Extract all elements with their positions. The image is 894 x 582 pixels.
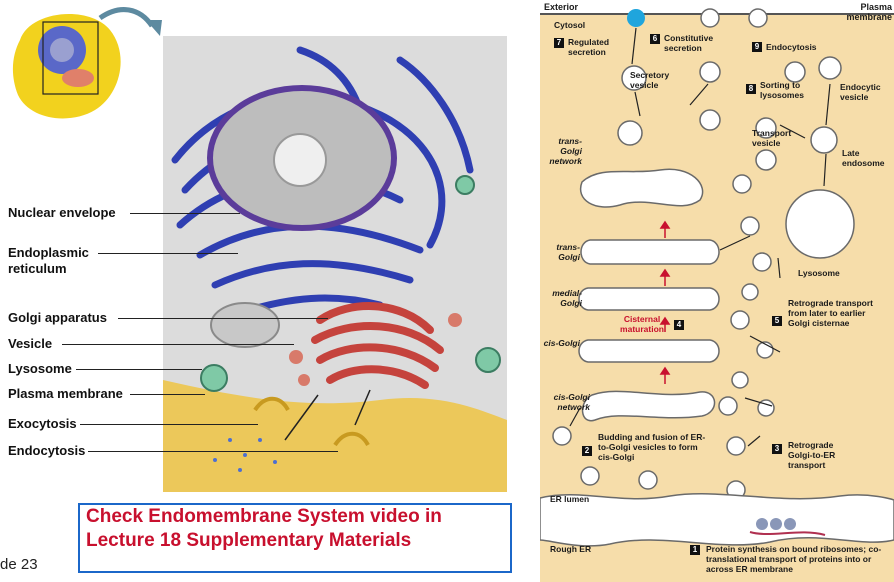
step-5-badge: 5: [772, 316, 782, 326]
pathway-shapes: [540, 0, 894, 547]
label-endocytosis: Endocytosis: [8, 443, 86, 458]
supplementary-callout-box: Check Endomembrane System video in Lectu…: [78, 503, 512, 573]
step-3-badge: 3: [772, 444, 782, 454]
medial-golgi-label: medial-Golgi: [552, 288, 582, 308]
inset-highlight-box: [42, 21, 99, 95]
secretory-pathway-diagram: Exterior Plasma membrane Cytosol 7 Regul…: [540, 0, 894, 582]
step-9-badge: 9: [752, 42, 762, 52]
step-8-badge: 8: [746, 84, 756, 94]
trans-golgi-network-cisterna: [579, 168, 704, 208]
step-6-badge: 6: [650, 34, 660, 44]
plasma-membrane-label: Plasma membrane: [846, 2, 892, 22]
cis-golgi-network-label: cis-Golgi network: [553, 392, 590, 412]
exocytosis-site: [253, 396, 290, 412]
medial-golgi-cisterna: [578, 287, 720, 311]
label-lysosome: Lysosome: [8, 361, 72, 376]
exterior-label: Exterior: [544, 2, 579, 12]
cisternal-maturation-label: Cisternal maturation: [620, 314, 664, 334]
label-golgi-apparatus: Golgi apparatus: [8, 310, 107, 325]
protein-synthesis-label: Protein synthesis on bound ribosomes; co…: [706, 544, 882, 574]
regulated-secretion-label: Regulated secretion: [568, 37, 610, 57]
callout-line-2: Lecture 18 Supplementary Materials: [86, 530, 412, 551]
budding-fusion-label: Budding and fusion of ER-to-Golgi vesicl…: [598, 432, 706, 462]
late-endosome-label: Late endosome: [842, 148, 885, 168]
lysosome-organelle: [785, 189, 855, 259]
secretion-burst: [627, 9, 645, 27]
cis-golgi-cisterna: [578, 339, 720, 363]
mitochondrion: [210, 302, 280, 348]
endocytic-vesicle-label: Endocytic vesicle: [840, 82, 881, 102]
secretory-vesicle-label: Secretory vesicle: [630, 70, 670, 90]
retrograde-transport-later-label: Retrograde transport from later to earli…: [788, 298, 874, 328]
trans-golgi-network-label: trans-Golgi network: [549, 136, 582, 166]
vesicle: [289, 350, 303, 364]
cytosol-label: Cytosol: [554, 20, 586, 30]
retrograde-golgi-er-label: Retrograde Golgi-to-ER transport: [788, 440, 836, 470]
rough-er-label: Rough ER: [550, 544, 592, 554]
label-endoplasmic-reticulum: Endoplasmic reticulum: [8, 245, 89, 276]
leader-line: [88, 451, 338, 452]
trans-golgi-label: trans-Golgi: [556, 242, 580, 262]
transport-vesicle-label: Transport vesicle: [752, 128, 792, 148]
label-nuclear-envelope: Nuclear envelope: [8, 205, 116, 220]
callout-line-1: Check Endomembrane System video in: [86, 506, 442, 527]
rough-er: [540, 493, 894, 547]
cis-golgi-network-cisterna: [581, 390, 716, 422]
lysosome-label: Lysosome: [798, 268, 840, 278]
er-lumen-label: ER lumen: [550, 494, 590, 504]
endocytosis-site: [333, 431, 370, 447]
label-exocytosis: Exocytosis: [8, 416, 77, 431]
label-plasma-membrane: Plasma membrane: [8, 386, 123, 401]
leader-line: [98, 253, 238, 254]
step-1-badge: 1: [690, 545, 700, 555]
step-4-badge: 4: [674, 320, 684, 330]
trans-golgi-cisterna: [580, 239, 720, 265]
nucleolus: [273, 133, 327, 187]
inset-cell-image: [12, 13, 121, 119]
step-7-badge: 7: [554, 38, 564, 48]
leader-line: [62, 344, 294, 345]
golgi-apparatus: [311, 302, 444, 389]
leader-line: [130, 394, 205, 395]
constitutive-secretion-label: Constitutive secretion: [664, 33, 714, 53]
leader-line: [80, 424, 258, 425]
slide-number: de 23: [0, 556, 38, 573]
endocytosis-label: Endocytosis: [766, 42, 817, 52]
leader-line: [130, 213, 240, 214]
cell-illustration: [12, 7, 507, 492]
step-2-badge: 2: [582, 446, 592, 456]
leader-line: [76, 369, 202, 370]
leader-line: [118, 318, 328, 319]
cis-golgi-label: cis-Golgi: [543, 338, 580, 348]
lysosome: [200, 364, 228, 392]
zoom-arrow-icon: [98, 7, 155, 28]
label-vesicle: Vesicle: [8, 336, 53, 351]
sorting-to-lysosomes-label: Sorting to lysosomes: [760, 80, 804, 100]
